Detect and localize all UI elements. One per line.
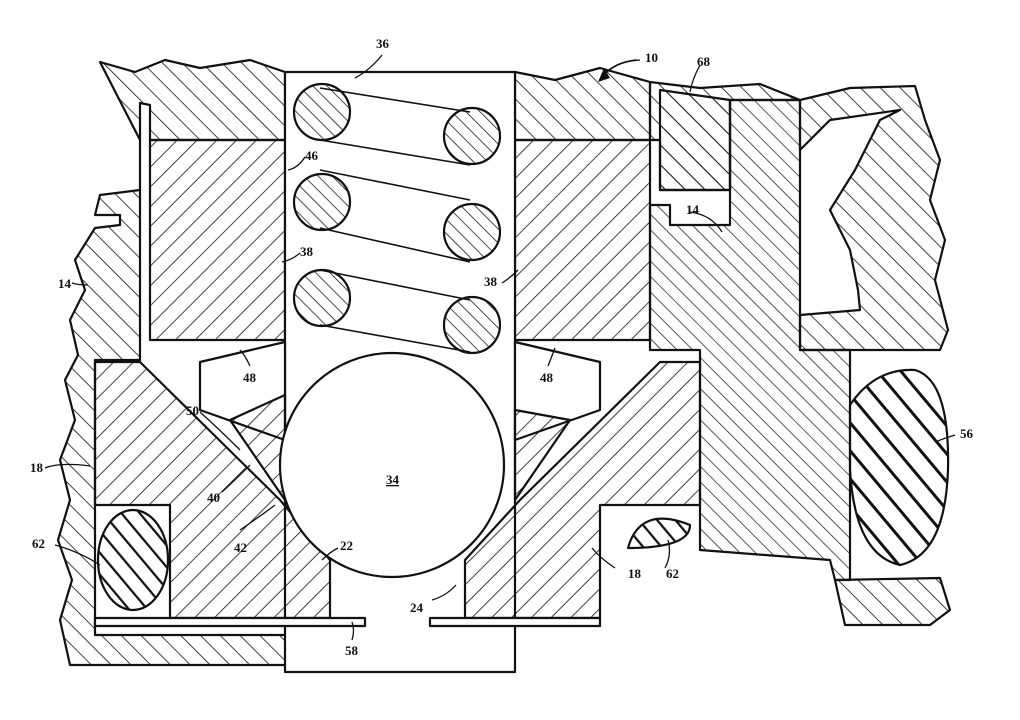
- leader-line: [431, 584, 457, 601]
- label-plate: 58: [345, 643, 359, 658]
- label-ball: 34: [386, 472, 400, 487]
- large-seal: [848, 368, 950, 567]
- label-top-ring: 68: [697, 54, 711, 69]
- label-spring: 36: [376, 36, 390, 51]
- label-housing-left: 14: [58, 276, 72, 291]
- leader-line: [281, 252, 301, 263]
- housing-top-right: [513, 66, 652, 142]
- label-line-50: 50: [186, 403, 199, 418]
- leader-line: [689, 211, 723, 233]
- label-assembly: 10: [645, 50, 658, 65]
- label-housing-right: 14: [686, 202, 700, 217]
- guide-block-right: [513, 138, 652, 342]
- spring-coil: [292, 268, 352, 328]
- housing-right-lower: [833, 576, 952, 627]
- leader-line: [221, 464, 251, 493]
- label-seat-edge: 22: [340, 538, 353, 553]
- label-oring-left: 62: [32, 536, 45, 551]
- leader-line: [547, 347, 556, 367]
- spring-line: [319, 87, 471, 353]
- label-line-42: 42: [234, 540, 247, 555]
- plate-right: [428, 616, 602, 628]
- label-large-seal: 56: [960, 426, 974, 441]
- label-guide-left: 38: [300, 244, 314, 259]
- label-guide-right: 38: [484, 274, 498, 289]
- top-ring: [658, 88, 732, 192]
- leader-line: [351, 621, 355, 641]
- spring-coil: [292, 82, 352, 142]
- leader-line: [44, 463, 91, 469]
- label-cone-left: 48: [243, 370, 257, 385]
- label-seat-lower: 24: [410, 600, 424, 615]
- leader-line: [664, 539, 671, 569]
- leader-line: [239, 349, 251, 367]
- leader-line: [54, 544, 101, 566]
- leader-line: [354, 54, 383, 79]
- oring-right: [626, 517, 692, 550]
- leader-line: [239, 504, 276, 531]
- oring-left: [96, 508, 170, 612]
- leader-line: [71, 282, 89, 286]
- label-spring-seat: 46: [305, 148, 319, 163]
- label-body-right: 18: [628, 566, 642, 581]
- spring-coil: [442, 106, 502, 166]
- label-line-40: 40: [207, 490, 220, 505]
- leader-line: [287, 156, 306, 171]
- leader-line: [321, 547, 339, 561]
- ball: [278, 351, 506, 579]
- label-body-left: 18: [30, 460, 44, 475]
- leader-line: [501, 269, 519, 284]
- label-oring-right: 62: [666, 566, 679, 581]
- leader-line: [934, 434, 956, 443]
- spring-coil: [442, 295, 502, 355]
- spring-coil: [292, 172, 352, 232]
- label-cone-right: 48: [540, 370, 554, 385]
- plate-left: [93, 616, 367, 628]
- spring-coil: [442, 202, 502, 262]
- leader-line: [199, 411, 241, 451]
- arrow-head-icon: [598, 68, 610, 82]
- body-right-inner: [513, 408, 572, 502]
- leader-line: [689, 64, 701, 93]
- guide-block-left: [148, 138, 287, 342]
- leader-line: [591, 547, 616, 569]
